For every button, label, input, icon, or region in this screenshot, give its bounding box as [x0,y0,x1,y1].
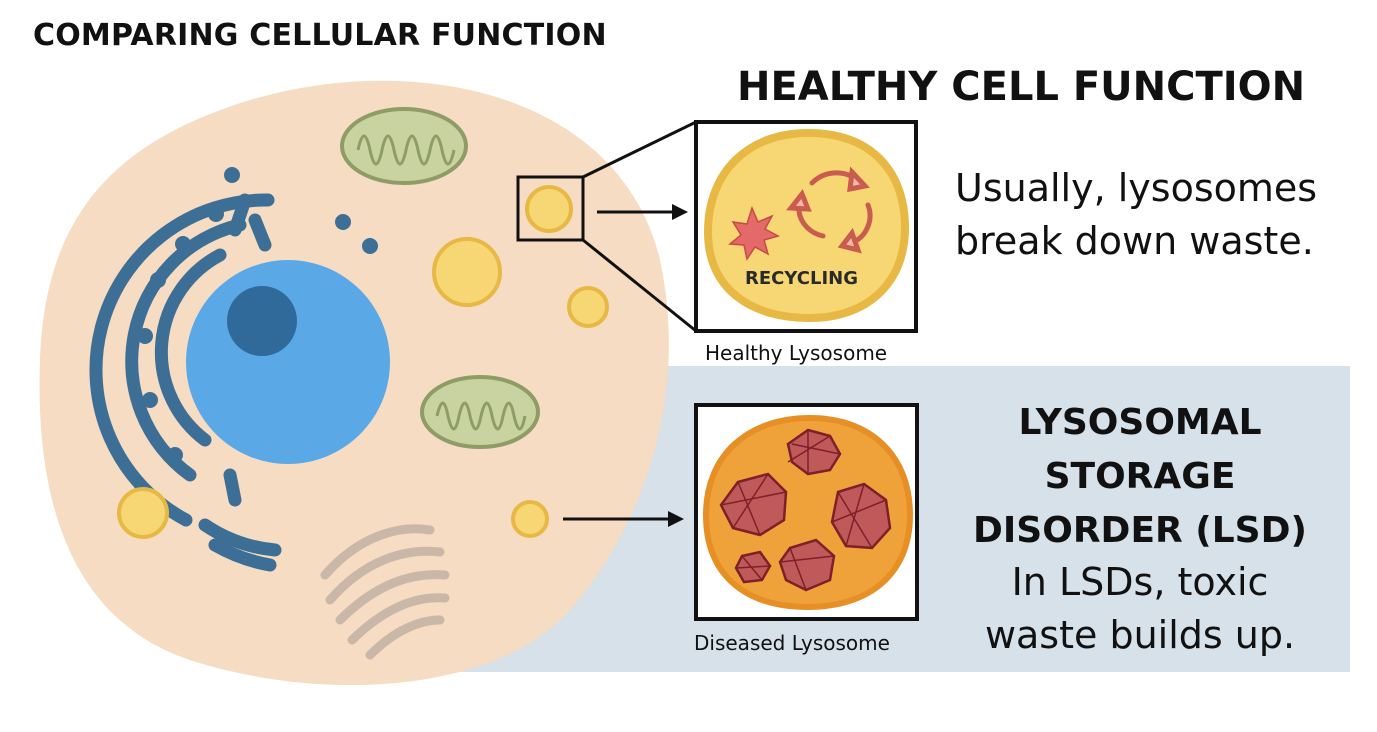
arrow-right-icon [597,204,688,220]
nucleus [186,260,390,464]
nucleolus [227,286,297,356]
healthy-lysosome-caption: Healthy Lysosome [705,341,888,365]
recycling-label: RECYCLING [745,268,858,289]
healthy-description: Usually, lysosomes break down waste. [955,166,1318,263]
lsd-description: In LSDs, toxic waste builds up. [984,560,1296,657]
golgi-apparatus [320,524,450,660]
healthy-heading: HEALTHY CELL FUNCTION [737,64,1306,110]
toxic-waste-aggregates [719,428,892,592]
toxic-waste-texture [720,430,887,591]
recycle-arrows-icon [786,166,873,254]
diseased-lysosome-caption: Diseased Lysosome [694,631,890,655]
waste-burst-icon [728,205,780,261]
ribosomes [137,167,378,463]
endoplasmic-reticulum [89,193,282,572]
page-title: COMPARING CELLULAR FUNCTION [33,18,607,53]
zoom-selection-box [516,175,585,242]
mitochondrion-top [340,107,468,185]
lsd-heading: LYSOSOMAL STORAGE DISORDER (LSD) [973,402,1307,551]
mitochondrion-middle [420,375,540,449]
cell-lysosomes [117,185,609,539]
arrow-right-icon [563,511,684,527]
